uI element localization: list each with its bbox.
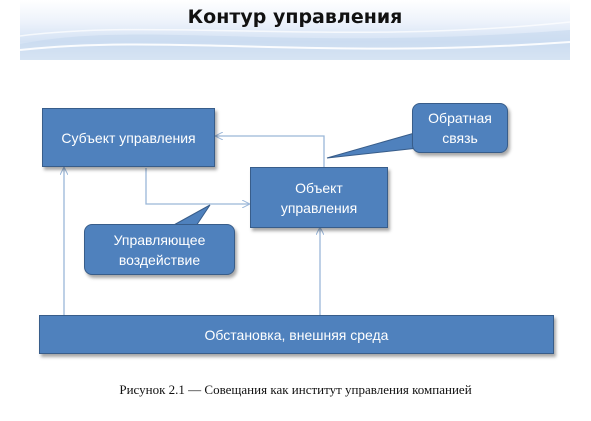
- subject-box: Субъект управления: [42, 108, 215, 167]
- control-action-label: Управляющее воздействие: [114, 230, 206, 270]
- control-action-label-line1: Управляющее: [113, 231, 206, 248]
- control-action-callout: Управляющее воздействие: [84, 224, 235, 275]
- feedback-label-line1: Обратная: [428, 110, 492, 126]
- arrow-subject-to-object: [145, 168, 249, 204]
- slide-header: Контур управления: [20, 0, 570, 60]
- header-wave-decoration: [20, 21, 570, 60]
- object-label-line2: управления: [280, 199, 358, 216]
- feedback-label-line2: связь: [442, 130, 478, 146]
- control-callout-pointer: [171, 204, 211, 227]
- figure-caption: Рисунок 2.1 — Совещания как институт упр…: [119, 382, 472, 397]
- object-box: Объект управления: [250, 167, 388, 228]
- control-action-label-line2: воздействие: [118, 251, 201, 268]
- object-label: Объект управления: [281, 178, 357, 218]
- object-label-line1: Объект: [295, 179, 343, 196]
- arrow-object-to-subject: [216, 136, 325, 167]
- slide-title: Контур управления: [187, 6, 403, 28]
- feedback-callout-pointer: [326, 131, 419, 159]
- subject-label: Субъект управления: [61, 129, 196, 146]
- environment-label: Обстановка, внешняя среда: [204, 326, 389, 343]
- feedback-label: Обратная связь: [428, 108, 492, 148]
- feedback-callout: Обратная связь: [412, 103, 508, 153]
- environment-box: Обстановка, внешняя среда: [39, 315, 554, 354]
